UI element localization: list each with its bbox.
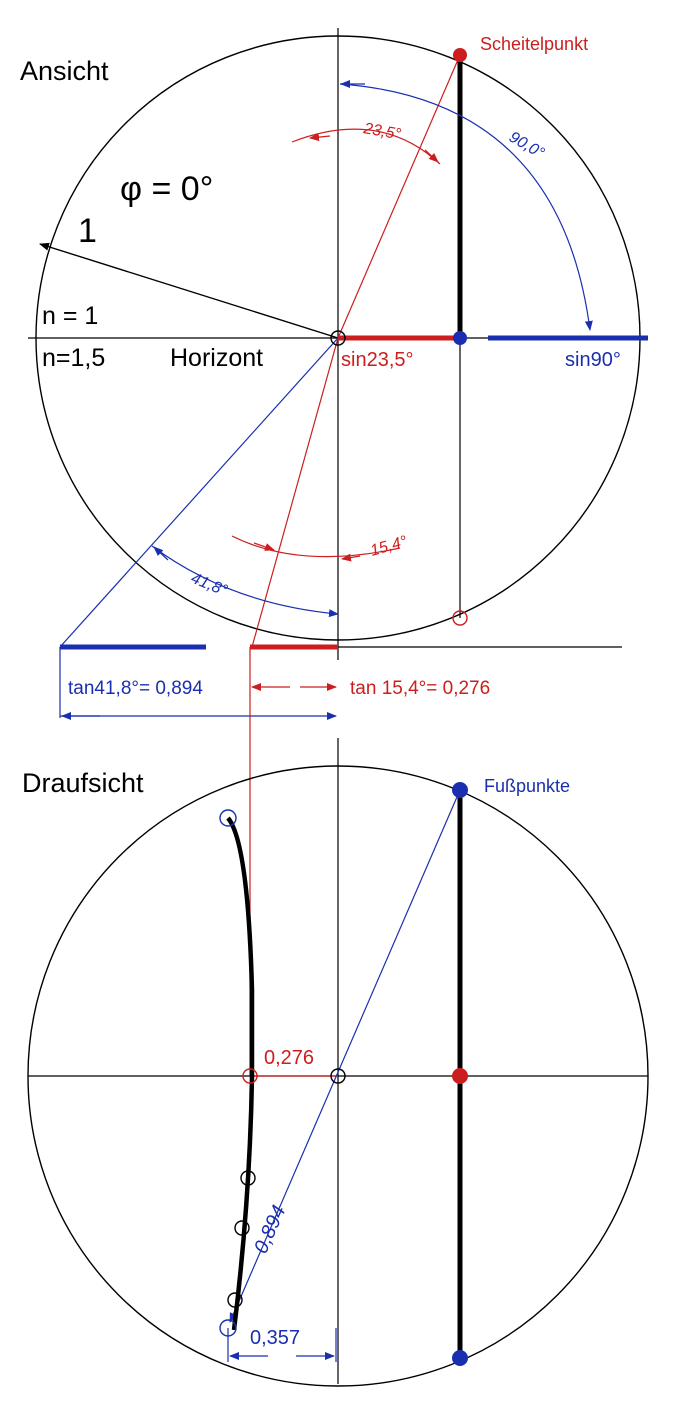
curve-bottom-point <box>219 1319 237 1337</box>
angle-23-label: 23,5° <box>361 120 402 144</box>
angle-15-label: 15,4° <box>368 533 409 560</box>
label-0276: 0,276 <box>264 1047 314 1069</box>
refraction-curve <box>226 816 255 1331</box>
tan41-label: tan41,8°= 0,894 <box>68 678 203 699</box>
sin23-label: sin23,5° <box>341 349 414 371</box>
red-center-point <box>452 1068 468 1084</box>
arc-41-8 <box>151 545 339 618</box>
curve-point-1 <box>240 1170 256 1186</box>
foot-point-bottom <box>452 1350 468 1366</box>
radius-line <box>39 242 339 339</box>
horizon-label: Horizont <box>170 344 263 372</box>
view-top: Ansicht φ = 0° 1 n = 1 n=1,5 Horizont Sc… <box>20 28 648 1076</box>
sin-point <box>453 331 467 345</box>
title-ansicht: Ansicht <box>20 56 109 86</box>
arc-15-arrow-left <box>253 542 275 551</box>
arc-23-arrow-left <box>309 133 331 142</box>
zenith-point <box>453 48 467 62</box>
angle-41-label: 41,8° <box>189 570 231 600</box>
n2-label: n=1,5 <box>42 344 105 372</box>
blue-ray-lower <box>59 337 339 648</box>
blue-diagonal <box>229 789 461 1323</box>
tan15-label: tan 15,4°= 0,276 <box>350 678 490 699</box>
point-0276 <box>242 1068 258 1084</box>
center-point-top <box>330 330 346 346</box>
radius-label: 1 <box>78 212 97 250</box>
title-draufsicht: Draufsicht <box>22 768 144 798</box>
red-ray-lower <box>251 337 339 648</box>
nadir-point <box>452 610 468 626</box>
arc-15-arrow-right <box>341 553 361 562</box>
arc-41-arrow-start <box>153 546 169 561</box>
arc-90 <box>339 83 593 331</box>
zenith-label: Scheitelpunkt <box>480 34 588 54</box>
arc-23-arrow-right <box>424 149 439 163</box>
angle-90-label: 90,0° <box>506 129 548 163</box>
center-point-bottom <box>330 1068 346 1084</box>
view-bottom: Draufsicht Fußpunkte 0,276 0,894 0,357 <box>22 738 649 1387</box>
curve-point-2 <box>234 1220 250 1236</box>
n1-label: n = 1 <box>42 302 98 330</box>
red-ray-upper <box>337 54 461 339</box>
curve-point-3 <box>227 1292 243 1308</box>
label-0894: 0,894 <box>250 1202 290 1257</box>
curve-top-point <box>219 809 237 827</box>
label-0357: 0,357 <box>250 1327 300 1349</box>
arc-15-4 <box>231 535 401 558</box>
foot-point-top <box>452 782 468 798</box>
phi-label: φ = 0° <box>120 170 213 208</box>
sin90-label: sin90° <box>565 349 621 371</box>
foot-label: Fußpunkte <box>484 776 570 796</box>
